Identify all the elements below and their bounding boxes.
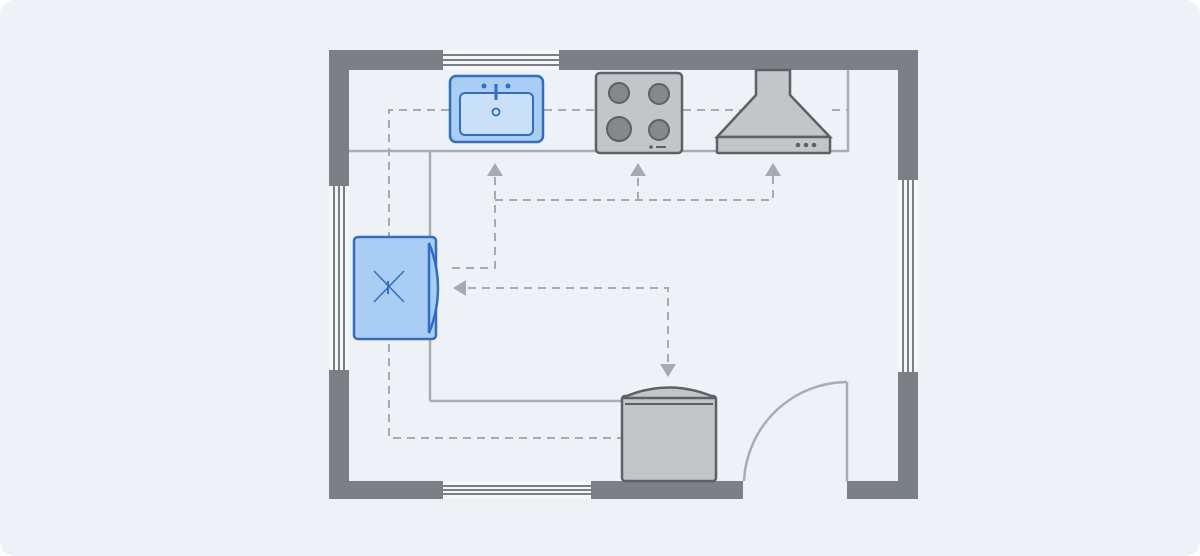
sink-icon xyxy=(448,74,545,144)
arrowhead-range-hood xyxy=(765,163,781,176)
cooktop-icon xyxy=(594,71,684,155)
window-bottom xyxy=(443,481,591,499)
window-top xyxy=(443,50,559,70)
connection-dishwasher-refrigerator xyxy=(468,287,669,364)
connection-branch-appliances xyxy=(495,175,774,201)
door-swing-icon xyxy=(742,380,849,482)
wall-top xyxy=(329,50,918,70)
range-hood-icon xyxy=(714,68,833,155)
window-right xyxy=(898,180,918,372)
dishwasher-icon xyxy=(620,386,718,483)
window-left xyxy=(329,186,349,370)
arrowhead-dishwasher xyxy=(660,364,676,377)
arrowhead-sink xyxy=(487,163,503,176)
arrowhead-cooktop xyxy=(630,163,646,176)
refrigerator-icon xyxy=(352,235,440,341)
connection-refrigerator-sink xyxy=(452,175,496,269)
arrowhead-refrigerator xyxy=(453,280,466,296)
wall-bottom-right xyxy=(847,481,918,499)
connection-lines xyxy=(388,109,848,439)
